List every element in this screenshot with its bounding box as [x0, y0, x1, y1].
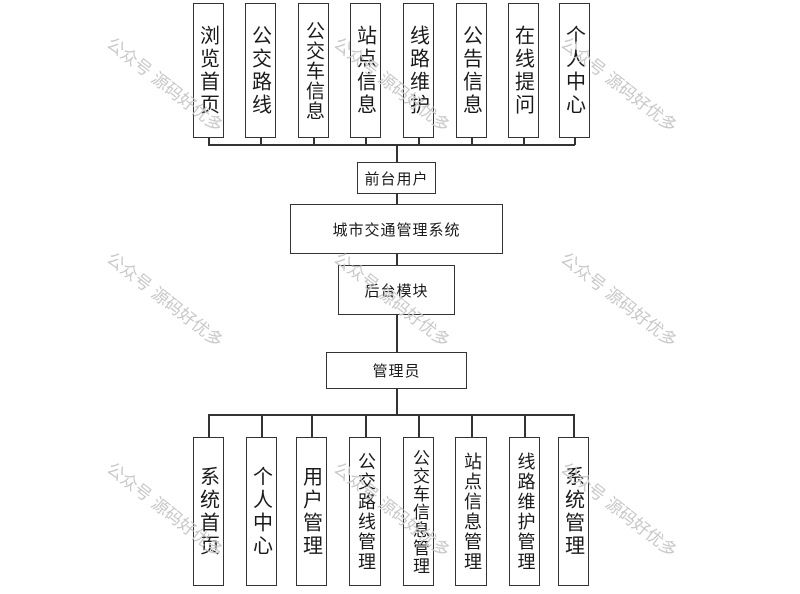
bottom-module-station-info-management: 站点信息管理 [455, 437, 487, 586]
top-stub [418, 137, 420, 145]
top-stub [208, 137, 210, 145]
bottom-module-route-maintenance-management: 线路维护管理 [509, 437, 540, 586]
backend-module-node: 后台模块 [338, 265, 455, 315]
connector [396, 388, 398, 415]
top-bus-line [208, 144, 575, 146]
bottom-module-bus-info-management: 公交车信息管理 [403, 437, 434, 586]
bottom-module-user-management: 用户管理 [296, 437, 327, 586]
system-root-node: 城市交通管理系统 [290, 204, 503, 254]
top-module-announcements: 公告信息 [456, 3, 487, 138]
bottom-stub [471, 414, 473, 437]
bottom-module-system-management: 系统管理 [558, 437, 589, 586]
top-module-route-maintenance: 线路维护 [403, 3, 434, 138]
bottom-stub [524, 414, 526, 437]
bottom-stub [365, 414, 367, 437]
connector [396, 193, 398, 204]
connector [396, 144, 398, 162]
top-module-bus-routes: 公交路线 [245, 3, 276, 138]
watermark: 公众号 源码好优多 [556, 248, 681, 352]
admin-node: 管理员 [326, 352, 467, 389]
top-module-bus-info: 公交车信息 [298, 3, 329, 138]
top-module-online-questions: 在线提问 [508, 3, 539, 138]
top-stub [260, 137, 262, 145]
top-module-station-info: 站点信息 [350, 3, 381, 138]
front-user-node: 前台用户 [357, 162, 436, 194]
bottom-module-personal-center: 个人中心 [246, 437, 277, 586]
top-module-browse-home: 浏览首页 [193, 3, 224, 138]
top-stub [574, 137, 576, 145]
connector [396, 314, 398, 352]
watermark: 公众号 源码好优多 [102, 248, 227, 352]
bottom-stub [418, 414, 420, 437]
top-stub [365, 137, 367, 145]
watermark: 公众号 源码好优多 [329, 33, 454, 137]
top-stub [523, 137, 525, 145]
top-stub [313, 137, 315, 145]
bottom-stub [261, 414, 263, 437]
bottom-module-system-home: 系统首页 [193, 437, 224, 586]
top-module-personal-center: 个人中心 [559, 3, 590, 138]
bottom-stub [311, 414, 313, 437]
bottom-module-bus-route-management: 公交路线管理 [349, 437, 381, 586]
bottom-stub [208, 414, 210, 437]
bottom-bus-line [208, 414, 574, 416]
connector [396, 253, 398, 265]
bottom-stub [573, 414, 575, 437]
top-stub [471, 137, 473, 145]
